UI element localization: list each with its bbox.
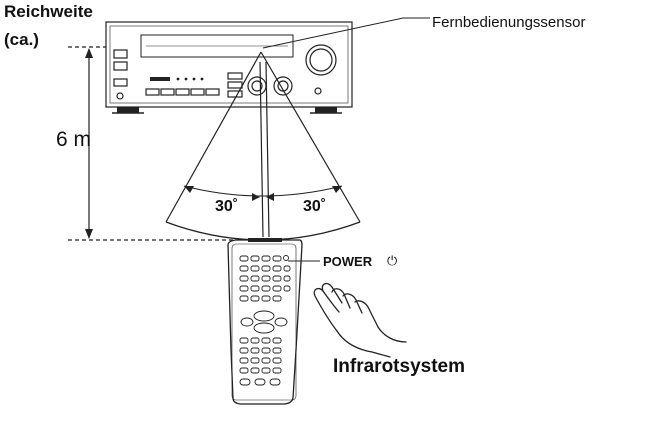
sensor-label: Fernbedienungssensor [432,14,586,31]
hand-pressing-icon [313,282,407,358]
angle-left-label: 30˚ [215,198,239,215]
power-icon: ⏻ [387,253,398,268]
power-label: POWER [323,254,373,269]
range-approx-label: (ca.) [4,30,39,49]
sensor-leader-line [262,17,430,49]
range-title: Reichweite [4,2,93,21]
distance-dimension [85,48,93,239]
reception-cone [165,51,361,241]
remote-control [227,238,303,405]
distance-label: 6 m [56,128,92,151]
receiver-device [105,21,353,114]
infrared-label: Infrarotsystem [333,356,465,377]
angle-right-label: 30˚ [303,198,327,215]
